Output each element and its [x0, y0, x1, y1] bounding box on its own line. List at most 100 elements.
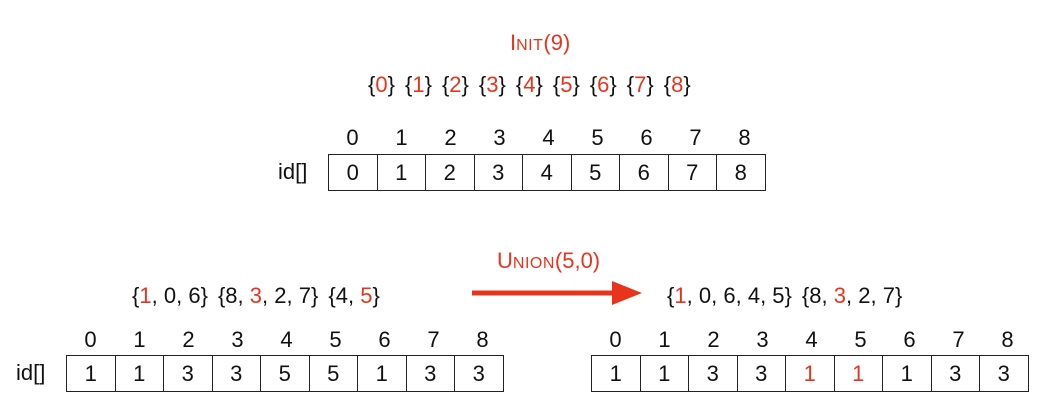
index-label: 7 — [427, 327, 440, 352]
set-close-brace: } — [572, 72, 580, 97]
array-cell: 3 — [475, 155, 523, 190]
array-cell: 8 — [734, 160, 747, 185]
set: {4, 5} — [328, 283, 379, 309]
index-label: 1 — [133, 327, 146, 352]
set-separator: , — [711, 283, 724, 308]
set: {1} — [405, 72, 432, 98]
set-open-brace: { — [589, 72, 598, 97]
set-separator: , — [176, 283, 189, 308]
array-cell: 5 — [261, 356, 310, 391]
array-cell: 6 — [620, 155, 669, 190]
set-element: 3 — [833, 283, 846, 308]
set-element: 1 — [674, 283, 687, 308]
array-cell: 3 — [738, 356, 786, 391]
set-element: 1 — [139, 283, 152, 308]
set-element: 4 — [335, 283, 348, 308]
set-element: 5 — [360, 283, 373, 308]
set-element: 3 — [249, 283, 263, 308]
set-close-brace: } — [609, 72, 617, 97]
set-separator: , — [821, 283, 834, 308]
set: {3} — [479, 72, 506, 98]
index-label: 4 — [280, 327, 293, 352]
index-label: 2 — [182, 327, 195, 352]
array-cell: 2 — [426, 155, 475, 190]
index-label: 5 — [329, 327, 342, 352]
array-cell: 1 — [786, 356, 835, 391]
index-label: 4 — [542, 125, 555, 150]
set-element: 3 — [486, 72, 499, 97]
set-element: 0 — [375, 72, 388, 97]
set-element: 5 — [772, 283, 785, 308]
index-label: 3 — [756, 327, 769, 352]
set-close-brace: } — [387, 72, 395, 97]
set-open-brace: { — [801, 283, 810, 308]
set-separator: , — [286, 283, 299, 308]
set-open-brace: { — [368, 72, 376, 97]
set-element: 8 — [225, 283, 238, 308]
set-separator: , — [870, 283, 883, 308]
set-separator: , — [846, 283, 859, 308]
set-element: 0 — [163, 283, 177, 308]
index-label: 2 — [707, 327, 720, 352]
array-cell: 4 — [523, 155, 572, 190]
set-open-brace: { — [478, 72, 487, 97]
set-element: 8 — [671, 72, 684, 97]
array-cell: 3 — [997, 361, 1010, 386]
set-close-brace: } — [646, 72, 654, 97]
set-element: 2 — [449, 72, 462, 97]
index-label: 2 — [444, 125, 457, 150]
index-label: 1 — [395, 125, 408, 150]
set-element: 8 — [809, 283, 822, 308]
index-label: 7 — [689, 125, 702, 150]
set: {8, 3, 2, 7} — [802, 283, 902, 309]
set-close-brace: } — [372, 283, 380, 308]
set-element: 0 — [698, 283, 712, 308]
set-element: 4 — [523, 72, 536, 97]
index-label: 0 — [84, 327, 97, 352]
set-open-brace: { — [441, 72, 450, 97]
set-close-brace: } — [461, 72, 469, 97]
array-cell: 0 — [329, 155, 378, 190]
set-element: 4 — [747, 283, 761, 308]
set-separator: , — [262, 283, 275, 308]
index-label: 5 — [591, 125, 604, 150]
set-open-brace: { — [515, 72, 524, 97]
set: {1, 0, 6} — [132, 283, 208, 309]
index-label: 6 — [378, 327, 391, 352]
set-separator: , — [347, 283, 361, 308]
index-label: 4 — [805, 327, 818, 352]
set-separator: , — [735, 283, 748, 308]
union-after-sets: {1, 0, 6, 4, 5}{8, 3, 2, 7} — [667, 283, 902, 309]
set-close-brace: } — [784, 283, 792, 308]
set-element: 2 — [858, 283, 871, 308]
union-arrow-head — [612, 281, 642, 305]
set: {5} — [553, 72, 580, 98]
index-label: 0 — [609, 327, 622, 352]
index-label: 7 — [952, 327, 965, 352]
set-element: 7 — [298, 283, 311, 308]
index-label: 3 — [493, 125, 506, 150]
array-cell: 1 — [67, 356, 116, 391]
index-label: 8 — [476, 327, 489, 352]
set-close-brace: } — [424, 72, 432, 97]
set-element: 1 — [412, 72, 425, 97]
array-cell: 1 — [883, 356, 932, 391]
union-before-array-label: id[] — [16, 360, 46, 385]
set-open-brace: { — [552, 72, 561, 97]
set: {2} — [442, 72, 469, 98]
array-cell: 3 — [472, 361, 485, 386]
index-label: 8 — [738, 125, 751, 150]
array-cell: 1 — [378, 155, 426, 190]
set-element: 7 — [882, 283, 895, 308]
set-close-brace: } — [498, 72, 506, 97]
array-cell: 1 — [116, 356, 164, 391]
array-cell: 1 — [835, 356, 883, 391]
set-open-brace: { — [132, 283, 140, 308]
union-arrow — [472, 281, 642, 305]
set-separator: , — [760, 283, 773, 308]
index-label: 6 — [903, 327, 916, 352]
set: {7} — [627, 72, 654, 98]
